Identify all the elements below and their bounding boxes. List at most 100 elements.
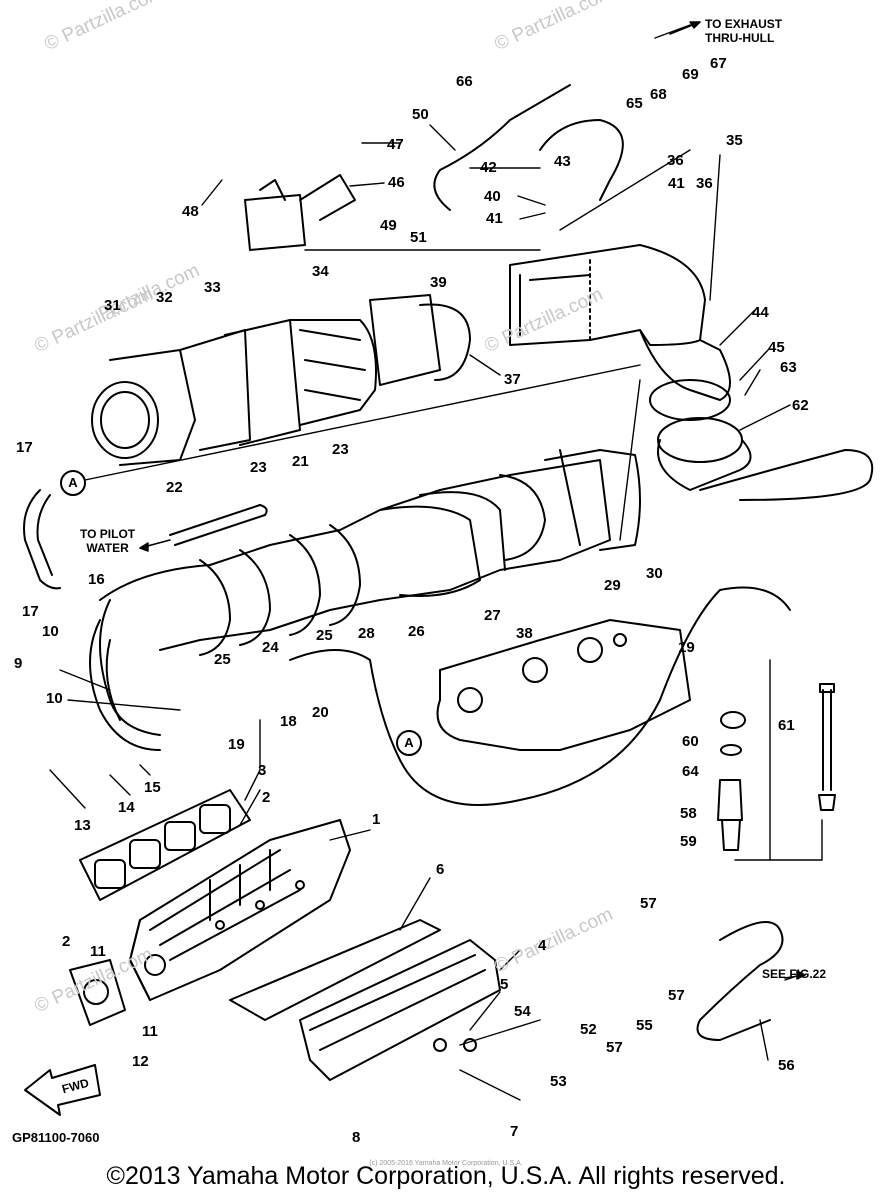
callout-24: 24 (262, 639, 279, 656)
callout-10: 10 (42, 623, 59, 640)
callout-33: 33 (204, 279, 221, 296)
exhaust-pipe-middle (89, 449, 641, 751)
callout-14: 14 (118, 799, 135, 816)
callout-43: 43 (554, 153, 571, 170)
gasket-3 (79, 789, 251, 901)
gasket-12 (69, 959, 126, 1026)
callout-66: 66 (456, 73, 473, 90)
callout-13: 13 (74, 817, 91, 834)
fitting-58 (717, 711, 746, 851)
callout-60: 60 (682, 733, 699, 750)
callout-31: 31 (104, 297, 121, 314)
callout-51: 51 (410, 229, 427, 246)
hose-16 (23, 489, 61, 590)
callout-44: 44 (752, 304, 769, 321)
callout-8: 8 (352, 1129, 361, 1146)
direction-arrows (139, 21, 806, 980)
callout-2: 2 (62, 933, 71, 950)
cylinder-head (436, 619, 691, 751)
callout-1: 1 (372, 811, 381, 828)
note-see-fig: SEE FIG.22 (762, 967, 827, 981)
part-code: GP81100-7060 (12, 1130, 100, 1145)
callout-32: 32 (156, 289, 173, 306)
pilot-tube-61 (818, 683, 836, 811)
water-jacket-cover (229, 919, 501, 1081)
callout-17: 17 (16, 439, 33, 456)
copyright-footer: ©2013 Yamaha Motor Corporation, U.S.A. A… (106, 1162, 786, 1190)
callout-15: 15 (144, 779, 161, 796)
callout-50: 50 (412, 106, 429, 123)
callout-29: 29 (604, 577, 621, 594)
callout-61: 61 (778, 717, 795, 734)
muffler-upper (91, 294, 471, 466)
callout-40: 40 (484, 188, 501, 205)
callout-53: 53 (550, 1073, 567, 1090)
callout-21: 21 (292, 453, 309, 470)
note-to-pilot-water: TO PILOT WATER (80, 527, 136, 555)
callout-3: 3 (258, 762, 267, 779)
callout-2: 2 (262, 789, 271, 806)
callout-36: 36 (696, 175, 713, 192)
water-hose-A (289, 586, 791, 806)
note-to-exhaust: TO EXHAUST THRU-HULL (705, 17, 783, 45)
hose-42 (539, 119, 624, 201)
hose-50 (433, 84, 571, 211)
callout-47: 47 (387, 136, 404, 153)
callout-39: 39 (430, 274, 447, 291)
fwd-arrow (24, 1064, 101, 1116)
callout-23: 23 (332, 441, 349, 458)
callout-57: 57 (606, 1039, 623, 1056)
callout-38: 38 (516, 625, 533, 642)
tube-22 (169, 504, 268, 546)
callout-68: 68 (650, 86, 667, 103)
exhaust-manifold (129, 819, 351, 1001)
callout-48: 48 (182, 203, 199, 220)
callout-12: 12 (132, 1053, 149, 1070)
callout-19: 19 (228, 736, 245, 753)
callout-62: 62 (792, 397, 809, 414)
callout-18: 18 (280, 713, 297, 730)
callout-34: 34 (312, 263, 329, 280)
leader-lines (49, 24, 823, 1101)
callout-25: 25 (316, 627, 333, 644)
callout-11: 11 (142, 1023, 158, 1040)
callout-42: 42 (480, 159, 497, 176)
callout-16: 16 (88, 571, 105, 588)
callout-23: 23 (250, 459, 267, 476)
callout-26: 26 (408, 623, 425, 640)
callout-59: 59 (680, 833, 697, 850)
callout-45: 45 (768, 339, 785, 356)
callout-6: 6 (436, 861, 445, 878)
hose-56 (696, 921, 784, 1041)
callout-30: 30 (646, 565, 663, 582)
callout-19: 19 (678, 639, 695, 656)
callout-28: 28 (358, 625, 375, 642)
small-copyright: (c) 2005-2016 Yamaha Motor Corporation, … (369, 1160, 523, 1167)
callout-22: 22 (166, 479, 183, 496)
callout-52: 52 (580, 1021, 597, 1038)
callout-37: 37 (504, 371, 521, 388)
callout-55: 55 (636, 1017, 653, 1034)
callout-49: 49 (380, 217, 397, 234)
callout-67: 67 (710, 55, 727, 72)
callout-11: 11 (90, 943, 106, 960)
callout-35: 35 (726, 132, 743, 149)
callout-7: 7 (510, 1123, 519, 1140)
callout-46: 46 (388, 174, 405, 191)
callout-25: 25 (214, 651, 231, 668)
callout-4: 4 (538, 937, 547, 954)
callout-9: 9 (14, 655, 23, 672)
connector-a-upper: A (60, 470, 86, 496)
callout-64: 64 (682, 763, 699, 780)
callout-36: 36 (667, 152, 684, 169)
callout-17: 17 (22, 603, 39, 620)
callout-20: 20 (312, 704, 329, 721)
callout-63: 63 (780, 359, 797, 376)
callout-65: 65 (626, 95, 643, 112)
callout-41: 41 (486, 210, 503, 227)
callout-5: 5 (500, 976, 509, 993)
callout-56: 56 (778, 1057, 795, 1074)
bracket-46 (244, 174, 356, 251)
callout-69: 69 (682, 66, 699, 83)
